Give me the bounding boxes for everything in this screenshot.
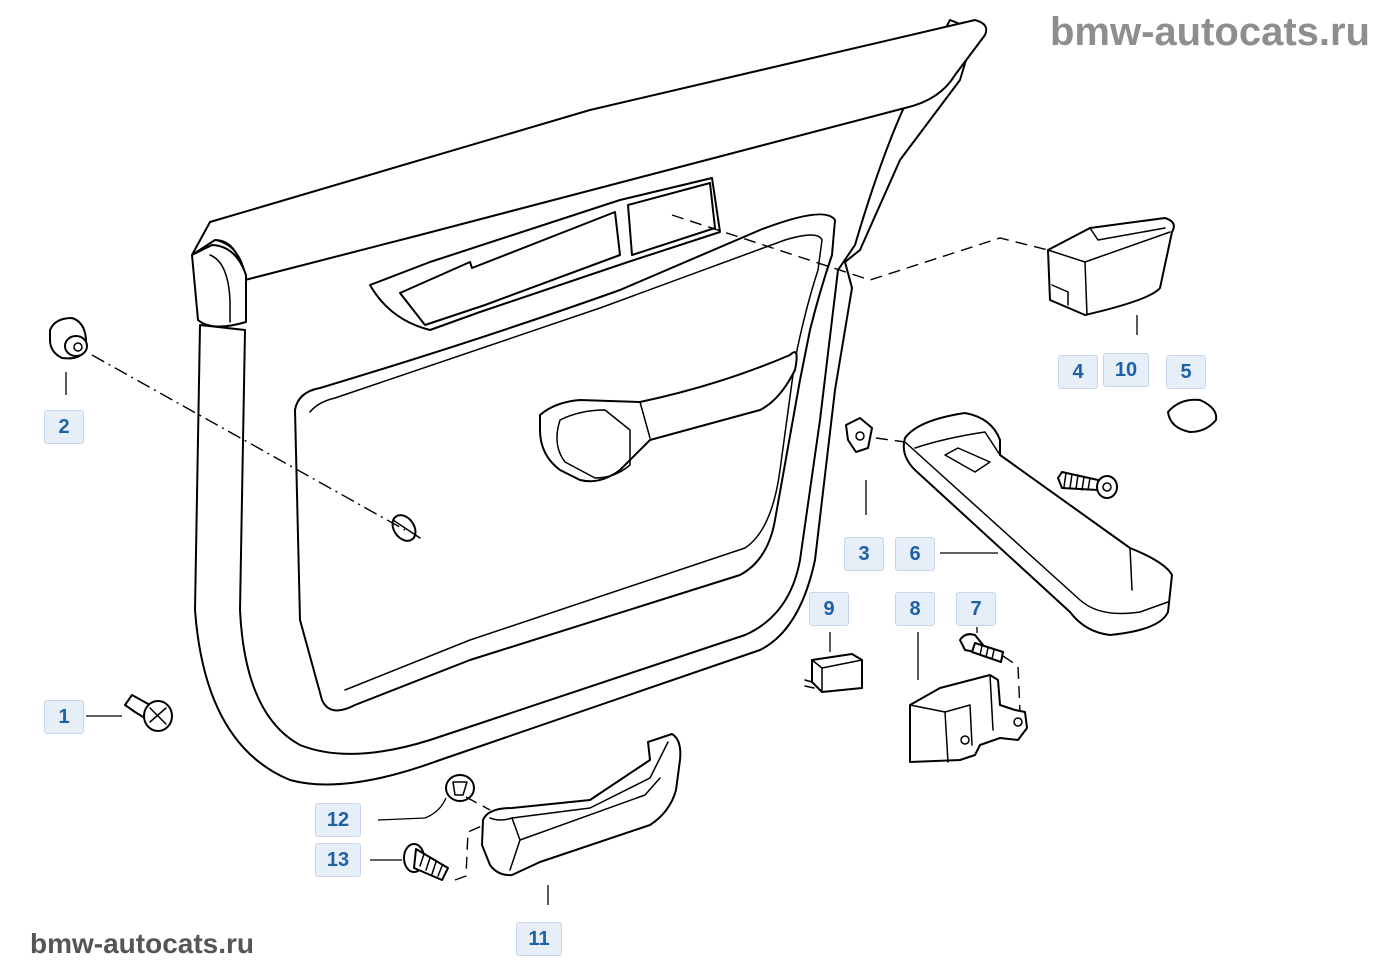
callout-9[interactable]: 9 [809,592,849,626]
clip-part-12 [445,774,475,802]
armrest-handle-part-11 [481,733,682,877]
callout-10[interactable]: 10 [1103,353,1149,387]
callout-1[interactable]: 1 [44,700,84,734]
assembly-line-4 [671,214,1049,281]
assembly-line-13 [454,824,485,881]
bracket-part-8 [909,674,1028,763]
screw-part-13 [403,843,449,881]
door-pocket-part-4-10 [1047,217,1175,316]
fastener-part-1 [124,694,173,732]
callout-6[interactable]: 6 [895,537,935,571]
callout-8[interactable]: 8 [895,592,935,626]
callout-7[interactable]: 7 [956,592,996,626]
screw-part-6 [1057,471,1118,499]
assembly-line-3-6 [875,437,906,443]
callout-3[interactable]: 3 [844,537,884,571]
callout-2[interactable]: 2 [44,410,84,444]
leader-lines [65,315,1138,905]
callout-4[interactable]: 4 [1058,355,1098,389]
screw-part-7 [959,633,1004,663]
assembly-line-2 [91,354,406,531]
cover-cap-part-5 [1167,398,1218,433]
trim-clip-part-2 [49,317,88,360]
switch-part-9 [804,653,863,693]
callout-13[interactable]: 13 [315,843,361,877]
callout-12[interactable]: 12 [315,803,361,837]
callout-5[interactable]: 5 [1166,355,1206,389]
assembly-line-7-8 [1002,655,1021,713]
watermark-top: bmw-autocats.ru [1049,10,1370,54]
callout-11[interactable]: 11 [516,922,562,956]
door-trim-panel [191,19,988,786]
watermark-bottom: bmw-autocats.ru [30,928,255,959]
clip-nut-part-3 [845,417,873,453]
grab-handle-part-6 [902,412,1173,636]
assembly-line-12 [465,796,491,811]
